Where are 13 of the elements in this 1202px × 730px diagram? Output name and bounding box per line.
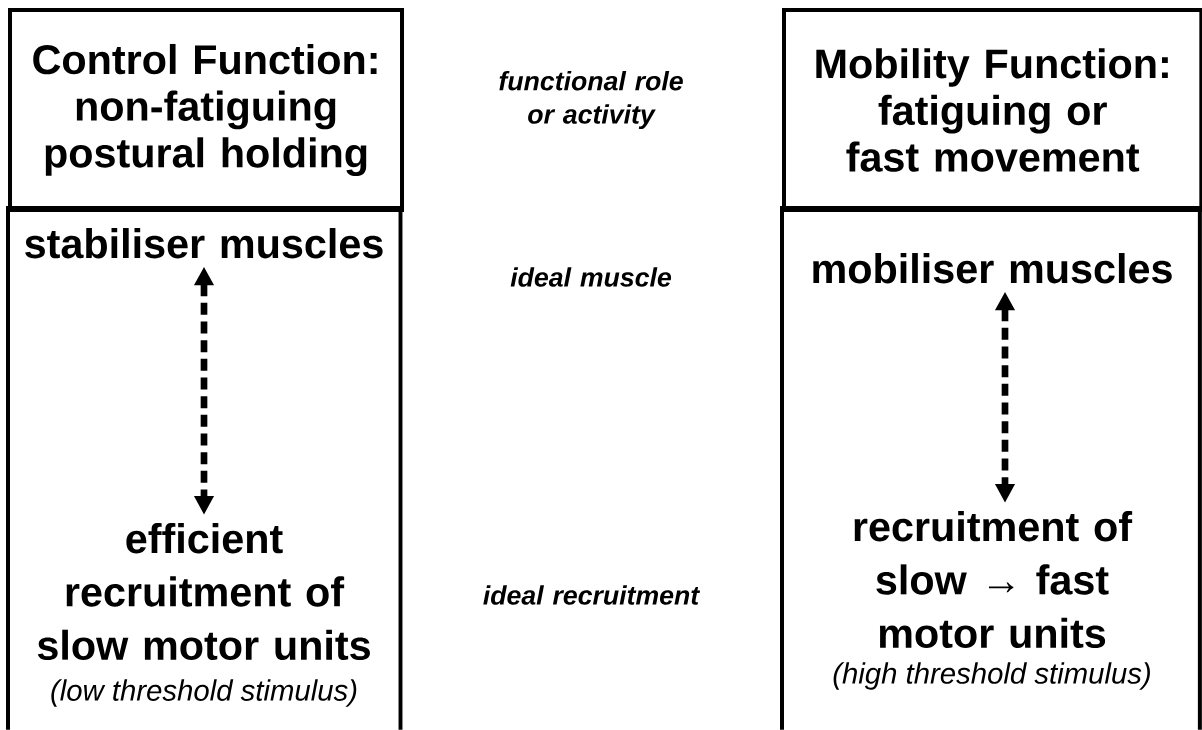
heading-box: Mobility Function: fatiguing or fast movement (782, 8, 1202, 212)
row-label: ideal muscle (510, 267, 672, 287)
muscle-text: efficient recruitment of slow motor units (37, 523, 370, 661)
muscle-text: stabiliser muscles (25, 228, 383, 259)
heading-box: Control Function: non-fatiguing postural holding (8, 8, 404, 212)
panel-box (6, 206, 403, 730)
stimulus-note: (low threshold stimulus) (51, 679, 357, 707)
muscle-text: mobiliser muscles (813, 253, 1172, 284)
row-label: ideal recruitment (483, 585, 701, 605)
stimulus-note: (high threshold stimulus) (833, 662, 1150, 690)
panel-box (780, 206, 1202, 730)
muscle-text: recruitment of slow → fast motor units (854, 511, 1133, 649)
row-label: functional role or activity (499, 70, 683, 130)
